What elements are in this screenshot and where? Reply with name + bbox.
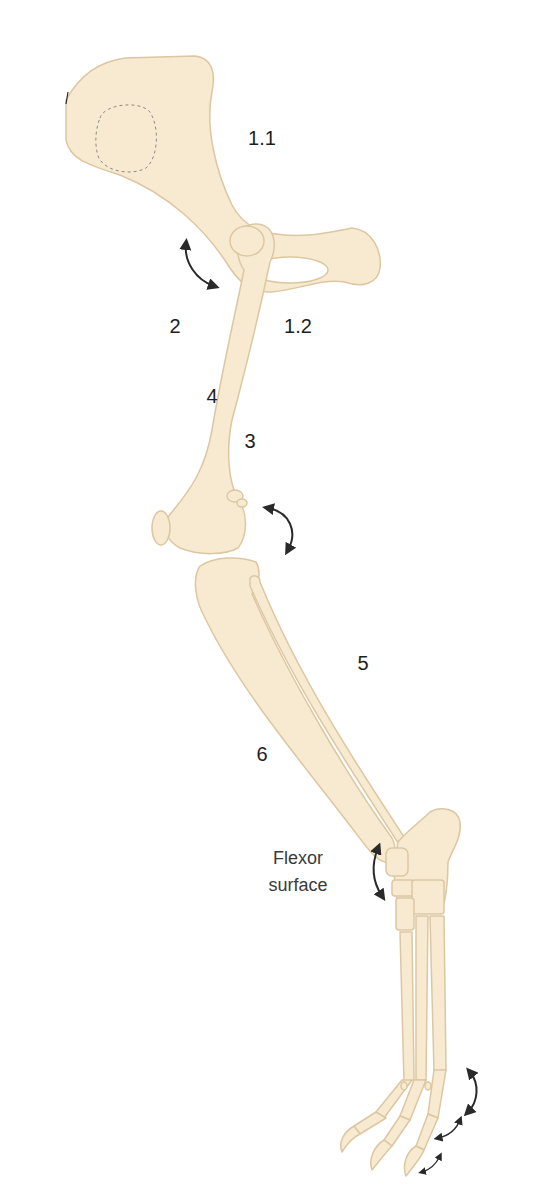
callout-number: 5 — [357, 651, 368, 675]
callout-number: 4 — [206, 384, 217, 408]
callout-number: 1.2 — [284, 314, 312, 338]
callout-number: 3 — [244, 429, 255, 453]
callout-number: 2 — [169, 314, 180, 338]
callout-number: 1.1 — [248, 126, 276, 150]
callout-number: 6 — [256, 742, 267, 766]
movement-note: Flexor surface — [255, 845, 341, 899]
